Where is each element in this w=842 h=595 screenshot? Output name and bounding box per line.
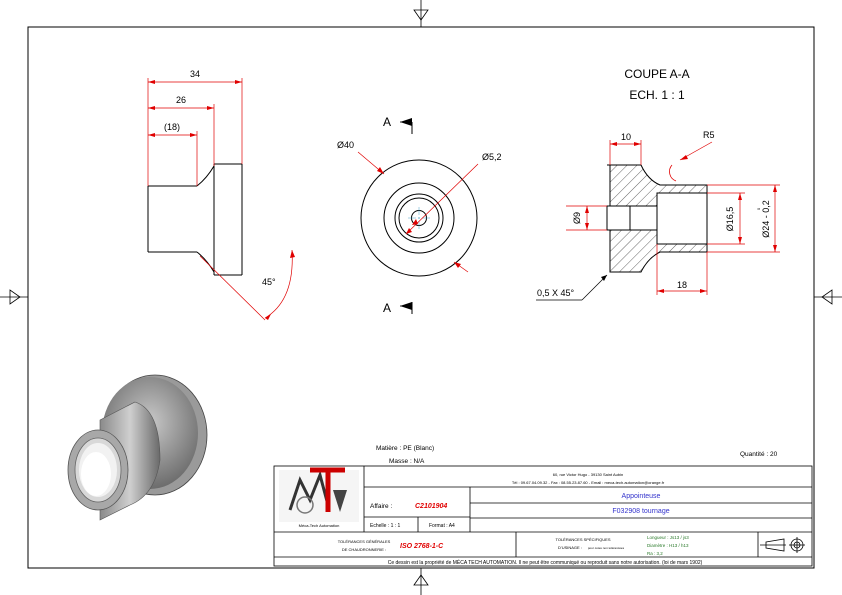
sec-dim-d24: Ø24 - 0,2	[761, 200, 771, 238]
cut-label-bottom: A	[383, 301, 391, 315]
sec-dim-d24-tol: 0	[756, 207, 761, 210]
isometric-view	[67, 374, 208, 521]
projection-symbol-icon	[760, 537, 805, 553]
matiere: Matière : PE (Blanc)	[376, 445, 434, 452]
logo-caption: Méca-Tech Automation	[299, 523, 340, 528]
tol-diametre: Diamètre : H13 / h13	[647, 543, 689, 548]
company-contact: Tél : 09.67.04.09.32 - Fax : 08.55.23.87…	[512, 480, 665, 485]
quantite: Quantité : 20	[740, 451, 778, 458]
designation-title: Appointeuse	[622, 493, 661, 500]
sec-dim-chamfer: 0,5 X 45°	[537, 288, 575, 298]
tol-gen-line2: DE CHAUDRONNERIE :	[342, 547, 386, 552]
tol-spec-line3: pour cotes non tolérancées	[588, 546, 625, 550]
sec-dim-d9: Ø9	[572, 212, 582, 224]
tol-longueur: Longueur : Js13 / js3	[647, 535, 689, 540]
dim-34: 34	[190, 69, 200, 79]
dim-26: 26	[176, 95, 186, 105]
cut-label-top: A	[383, 115, 391, 129]
side-view-arrows	[148, 80, 295, 320]
company-logo: Méca-Tech Automation	[279, 467, 359, 528]
section-scale: ECH. 1 : 1	[629, 88, 685, 102]
sec-dim-18: 18	[677, 280, 687, 290]
dim-18-ref: (18)	[164, 122, 180, 132]
section-arrows	[585, 142, 777, 293]
side-view	[147, 163, 243, 276]
format: Format : A4	[429, 523, 455, 529]
affaire-value: C2101904	[415, 503, 447, 510]
tol-gen-line1: TOLÉRANCES GÉNÉRALES	[338, 539, 391, 544]
sec-dim-d165: Ø16,5	[725, 207, 735, 232]
company-address: 60, rue Victor Hugo - 39130 Saint Aubin	[553, 472, 623, 477]
cut-arrows	[400, 118, 412, 310]
section-title: COUPE A-A	[624, 67, 689, 81]
echelle: Echelle : 1 : 1	[370, 523, 401, 529]
tol-ra: Ra : 3,2	[647, 551, 663, 556]
affaire-label: Affaire :	[370, 503, 392, 510]
tol-spec-line1: TOLÉRANCES SPÉCIFIQUES	[555, 537, 610, 542]
sec-dim-10: 10	[621, 132, 631, 142]
dim-d40: Ø40	[337, 140, 354, 150]
side-view-dimensions	[147, 78, 293, 321]
masse: Masse : N/A	[389, 458, 425, 465]
front-view-arrows	[377, 167, 461, 268]
front-view-centerlines	[408, 207, 432, 229]
iso-standard: ISO 2768-1-C	[400, 543, 444, 550]
sec-dim-r5: R5	[703, 130, 715, 140]
section-view	[606, 164, 708, 273]
title-block-grid	[273, 465, 813, 567]
tol-spec-line2: D'USINAGE :	[558, 545, 582, 550]
dim-45-angle: 45°	[262, 277, 276, 287]
dim-d52: Ø5,2	[482, 152, 502, 162]
front-view-dimensions	[357, 151, 479, 273]
copyright-notice: Ce dessin est la propriété de MÉCA TECH …	[388, 559, 703, 566]
designation-ref: F032908 tournage	[612, 508, 669, 515]
